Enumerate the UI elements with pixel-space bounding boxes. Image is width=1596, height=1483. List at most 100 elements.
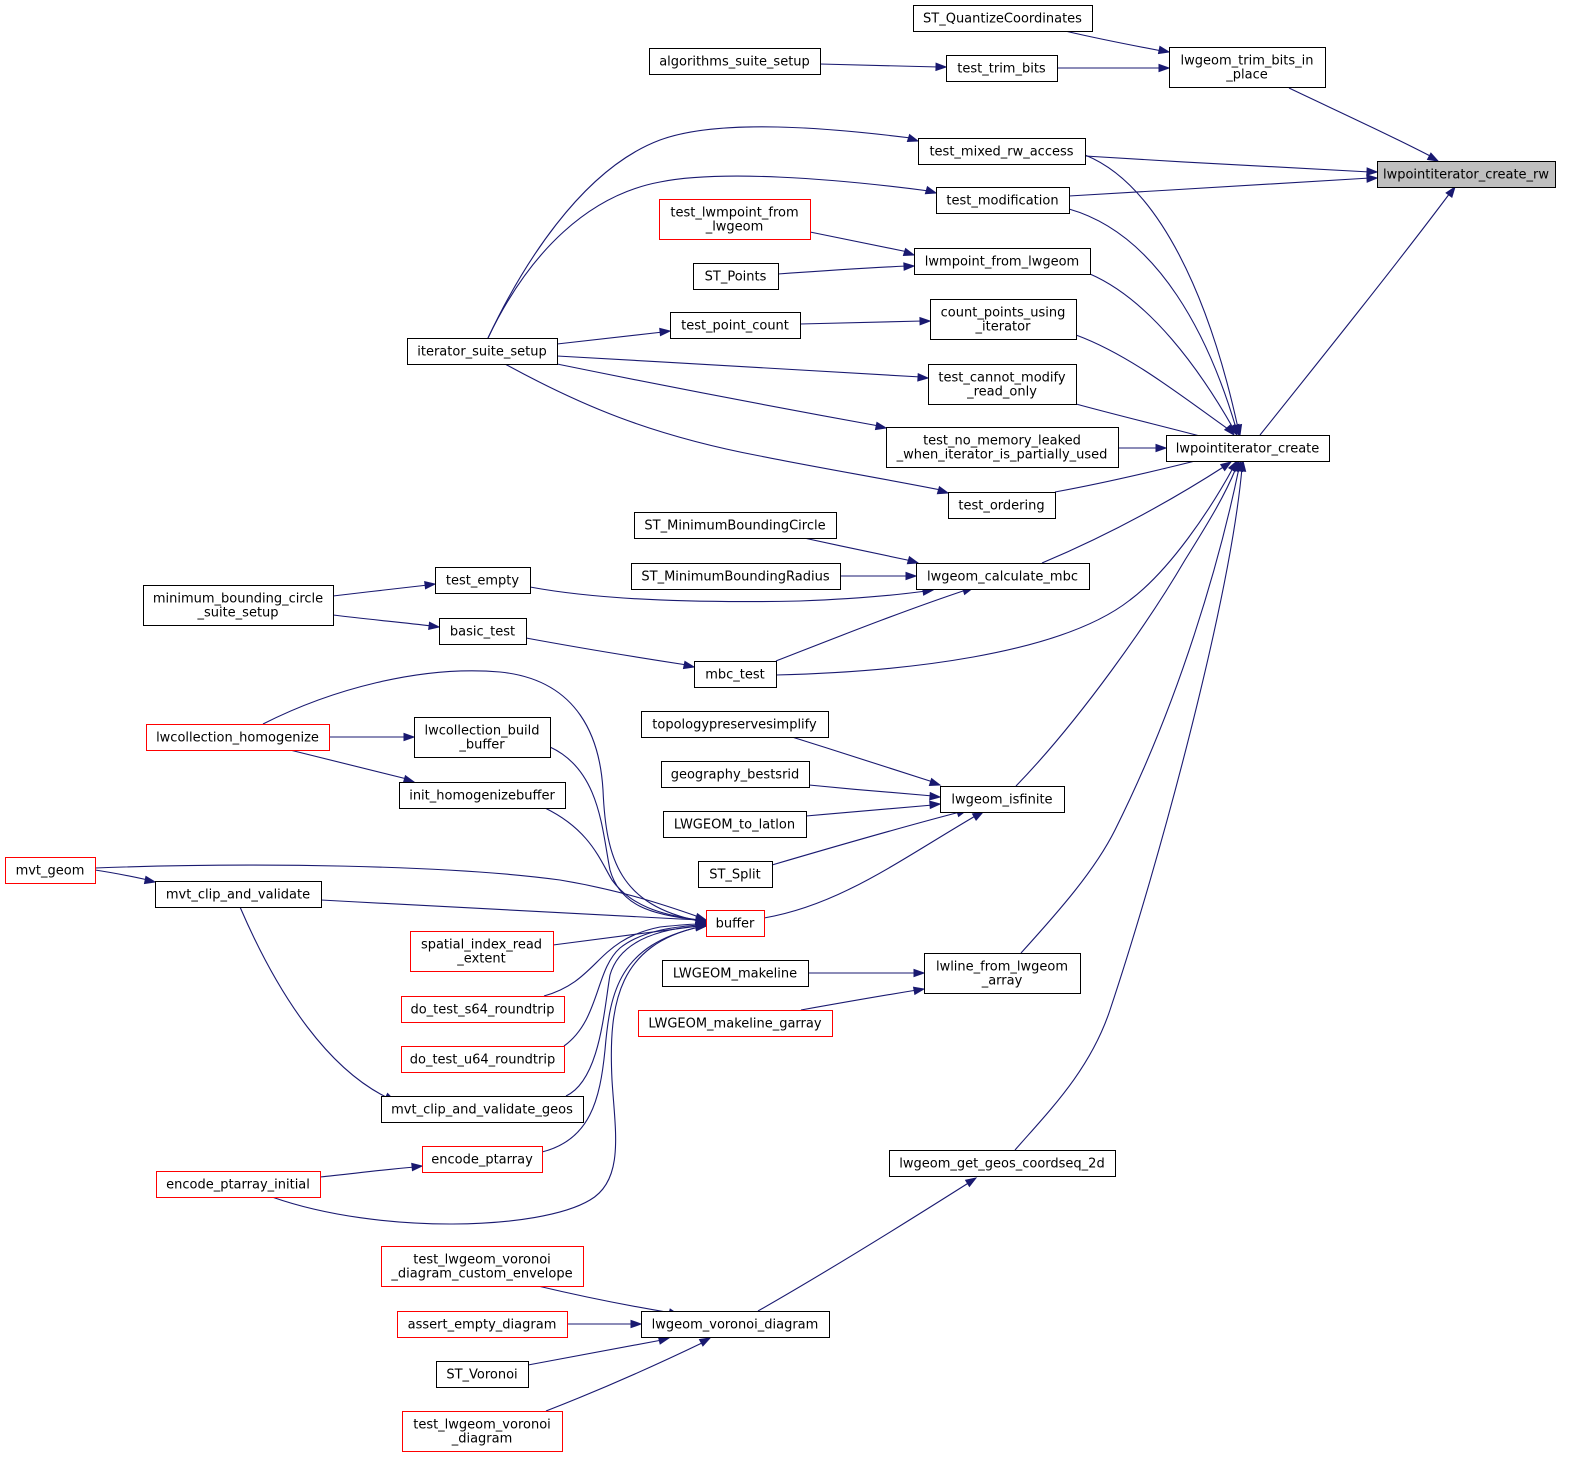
- node-trim-bits-in-place[interactable]: lwgeom_trim_bits_in_place: [1169, 47, 1326, 88]
- edge-lwmpoint-to-create: [1089, 273, 1234, 429]
- node-box: [402, 1411, 563, 1452]
- node-topologypreservesimplify[interactable]: topologypreservesimplify: [641, 711, 829, 738]
- node-box: [940, 786, 1065, 813]
- node-label: _buffer: [458, 738, 505, 753]
- arrowhead-mbc-to-create: [1219, 461, 1233, 472]
- node-iterator-suite-setup[interactable]: iterator_suite_setup: [407, 338, 558, 365]
- node-label: _iterator: [975, 320, 1032, 335]
- node-label: test_trim_bits: [957, 62, 1046, 77]
- node-lwgeom-voronoi-diagram[interactable]: lwgeom_voronoi_diagram: [641, 1311, 830, 1338]
- node-label: lwgeom_trim_bits_in: [1181, 54, 1314, 69]
- node-assert-empty-diagram[interactable]: assert_empty_diagram: [397, 1311, 568, 1338]
- arrowhead-mbcsuite-to-testempty: [424, 580, 437, 590]
- node-lwcollection-homogenize[interactable]: lwcollection_homogenize: [146, 724, 330, 751]
- node-count-points-using-iterator[interactable]: count_points_using_iterator: [930, 299, 1077, 340]
- node-test-modification[interactable]: test_modification: [936, 187, 1070, 214]
- node-test-lwmpoint-from-lwgeom[interactable]: test_lwmpoint_from_lwgeom: [659, 199, 811, 240]
- node-lwline-from-lwgeom-array[interactable]: lwline_from_lwgeom_array: [924, 953, 1081, 994]
- edge-buffer-to-s64: [543, 923, 700, 997]
- node-box: [641, 1311, 830, 1338]
- node-test-trim-bits[interactable]: test_trim_bits: [946, 55, 1058, 82]
- node-label: test_lwmpoint_from: [670, 206, 798, 221]
- node-lwpointiterator-create[interactable]: lwpointiterator_create: [1166, 435, 1330, 462]
- node-st-points[interactable]: ST_Points: [693, 263, 779, 290]
- node-test-no-memory-leaked[interactable]: test_no_memory_leaked_when_iterator_is_p…: [886, 427, 1119, 468]
- edge-geos-to-create: [1014, 467, 1243, 1151]
- node-label: lwgeom_isfinite: [951, 793, 1052, 808]
- edge-mvtgeom-to-clip: [94, 869, 149, 881]
- node-label: assert_empty_diagram: [408, 1318, 557, 1333]
- node-lwgeom-to-latlon[interactable]: LWGEOM_to_latlon: [663, 811, 807, 838]
- node-mvt-geom[interactable]: mvt_geom: [5, 857, 96, 884]
- node-spatial-index-read-extent[interactable]: spatial_index_read_extent: [410, 931, 554, 972]
- arrowhead-stmbcircle-to-mbc: [906, 555, 920, 565]
- node-do-test-s64-roundtrip[interactable]: do_test_s64_roundtrip: [401, 996, 565, 1023]
- node-st-minimumboundingradius[interactable]: ST_MinimumBoundingRadius: [631, 563, 841, 590]
- node-mbc-test[interactable]: mbc_test: [694, 661, 777, 688]
- edge-itersuite-to-ordering: [504, 363, 942, 491]
- node-test-ordering[interactable]: test_ordering: [948, 492, 1056, 519]
- node-box: [946, 55, 1058, 82]
- arrowhead-quantize-to-trim: [1157, 45, 1171, 55]
- node-box: [401, 1046, 565, 1073]
- arrowhead-count-to-create: [1223, 424, 1235, 437]
- node-label: test_lwgeom_voronoi: [413, 1418, 551, 1433]
- node-label: do_test_s64_roundtrip: [410, 1003, 554, 1018]
- node-do-test-u64-roundtrip[interactable]: do_test_u64_roundtrip: [401, 1046, 565, 1073]
- node-test-mixed-rw-access[interactable]: test_mixed_rw_access: [918, 138, 1086, 165]
- node-mvt-clip-and-validate[interactable]: mvt_clip_and_validate: [155, 881, 322, 908]
- edge-mbc-to-create: [1041, 465, 1226, 564]
- node-minimum-bounding-circle-suite-setup[interactable]: minimum_bounding_circle_suite_setup: [143, 585, 334, 626]
- node-test-cannot-modify-read-only[interactable]: test_cannot_modify_read_only: [928, 364, 1077, 405]
- edge-buildbuf-to-buffer: [549, 746, 700, 921]
- arrowhead-homog-to-inithomog: [402, 774, 416, 784]
- edge-voronoi-to-geos: [757, 1181, 971, 1312]
- node-label: topologypreservesimplify: [652, 718, 817, 733]
- node-lwgeom-calculate-mbc[interactable]: lwgeom_calculate_mbc: [916, 563, 1090, 590]
- node-lwgeom-makeline-garray[interactable]: LWGEOM_makeline_garray: [638, 1010, 833, 1037]
- node-label: encode_ptarray: [431, 1153, 533, 1168]
- node-root[interactable]: lwpointiterator_create_rw: [1377, 161, 1556, 188]
- node-label: _when_iterator_is_partially_used: [896, 448, 1108, 463]
- arrowhead-testlwm-to-lwmpoint: [902, 247, 916, 256]
- node-buffer[interactable]: buffer: [706, 910, 765, 937]
- node-test-lwgeom-voronoi-custom[interactable]: test_lwgeom_voronoi_diagram_custom_envel…: [381, 1246, 584, 1287]
- node-lwgeom-makeline[interactable]: LWGEOM_makeline: [662, 960, 809, 987]
- node-box: [663, 811, 807, 838]
- node-label: do_test_u64_roundtrip: [410, 1053, 556, 1068]
- edge-testvoronoi-to-voronoi: [545, 1341, 705, 1412]
- edge-split-to-isfinite: [771, 811, 961, 866]
- node-encode-ptarray-initial[interactable]: encode_ptarray_initial: [156, 1171, 321, 1198]
- node-label: _extent: [456, 952, 505, 967]
- edge-mvtgeom-to-buffer: [94, 864, 700, 918]
- node-lwcollection-build-buffer[interactable]: lwcollection_build_buffer: [414, 717, 551, 758]
- node-st-minimumboundingcircle[interactable]: ST_MinimumBoundingCircle: [634, 512, 837, 539]
- node-algorithms-suite-setup[interactable]: algorithms_suite_setup: [649, 48, 821, 75]
- node-st-voronoi[interactable]: ST_Voronoi: [436, 1361, 529, 1388]
- node-encode-ptarray[interactable]: encode_ptarray: [422, 1146, 543, 1173]
- node-box: [693, 263, 779, 290]
- node-st-split[interactable]: ST_Split: [698, 861, 773, 888]
- node-test-empty[interactable]: test_empty: [435, 567, 531, 594]
- node-test-lwgeom-voronoi-diagram[interactable]: test_lwgeom_voronoi_diagram: [402, 1411, 563, 1452]
- arrowhead-itersuite-to-cannot: [917, 373, 930, 382]
- node-box: [407, 338, 558, 365]
- arrowhead-itersuite-to-ordering: [936, 485, 950, 495]
- node-lwgeom-isfinite[interactable]: lwgeom_isfinite: [940, 786, 1065, 813]
- node-mvt-clip-and-validate-geos[interactable]: mvt_clip_and_validate_geos: [381, 1096, 584, 1123]
- node-st-quantize[interactable]: ST_QuantizeCoordinates: [913, 5, 1093, 32]
- node-box: [659, 199, 811, 240]
- node-test-point-count[interactable]: test_point_count: [670, 312, 801, 339]
- node-geography-bestsrid[interactable]: geography_bestsrid: [661, 761, 810, 788]
- node-lwmpoint-from-lwgeom[interactable]: lwmpoint_from_lwgeom: [914, 248, 1091, 275]
- node-label: LWGEOM_makeline: [673, 967, 797, 982]
- arrowhead-trimbits-to-trim: [1158, 63, 1171, 73]
- node-lwgeom-get-geos-coordseq-2d[interactable]: lwgeom_get_geos_coordseq_2d: [889, 1150, 1116, 1177]
- arrowhead-assert-to-voronoi: [630, 1319, 643, 1329]
- edge-count-to-create: [1075, 334, 1229, 430]
- node-label: lwgeom_calculate_mbc: [927, 570, 1078, 585]
- edge-quantize-to-trim: [1064, 30, 1163, 52]
- node-init-homogenizebuffer[interactable]: init_homogenizebuffer: [399, 782, 566, 809]
- node-basic-test[interactable]: basic_test: [439, 618, 527, 645]
- arrowhead-buffer-to-isfinite: [971, 811, 985, 821]
